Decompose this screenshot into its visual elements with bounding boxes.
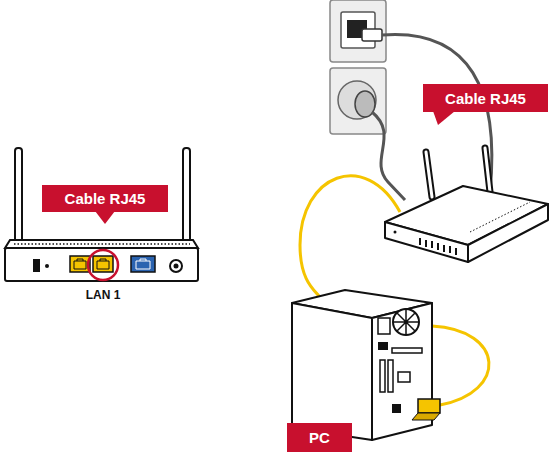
port-label: LAN 1 xyxy=(73,288,133,302)
callout-tag: Cable RJ45 xyxy=(42,185,168,212)
callout-text: Cable RJ45 xyxy=(65,190,146,207)
callout-tag: PC xyxy=(287,423,352,452)
wall-sockets xyxy=(330,0,386,134)
ethernet-cable xyxy=(432,326,489,405)
callout-text: PC xyxy=(309,429,330,446)
phone-cable xyxy=(382,34,492,192)
callout-tag: Cable RJ45 xyxy=(423,84,548,112)
pc-tower xyxy=(292,290,440,440)
router xyxy=(385,148,548,262)
router-front xyxy=(5,148,198,281)
callout-pointer xyxy=(433,111,455,125)
callout-pointer xyxy=(95,211,115,224)
power-cable xyxy=(372,112,405,200)
callout-text: Cable RJ45 xyxy=(445,90,526,107)
